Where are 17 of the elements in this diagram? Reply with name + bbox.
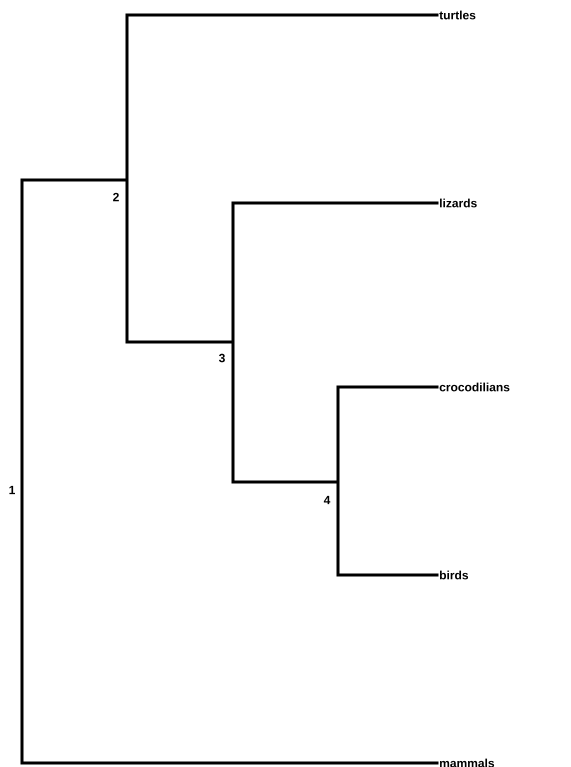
taxon-label: crocodilians xyxy=(440,382,510,392)
tree-branch xyxy=(20,178,128,492)
tree-branch xyxy=(232,202,438,360)
taxon-label: birds xyxy=(440,570,468,580)
tree-branch xyxy=(336,498,438,576)
node-number: 4 xyxy=(324,496,330,504)
taxon-label: lizards xyxy=(440,198,477,208)
tree-branch xyxy=(126,196,234,344)
node-number: 1 xyxy=(9,486,15,494)
taxon-label: mammals xyxy=(440,758,494,767)
tree-branch xyxy=(20,488,438,764)
tree-branch xyxy=(232,356,340,484)
node-number: 2 xyxy=(113,192,119,202)
tree-branch xyxy=(336,386,438,502)
taxon-label: turtles xyxy=(439,10,476,20)
node-number: 3 xyxy=(218,354,225,362)
tree-branch xyxy=(126,14,438,198)
